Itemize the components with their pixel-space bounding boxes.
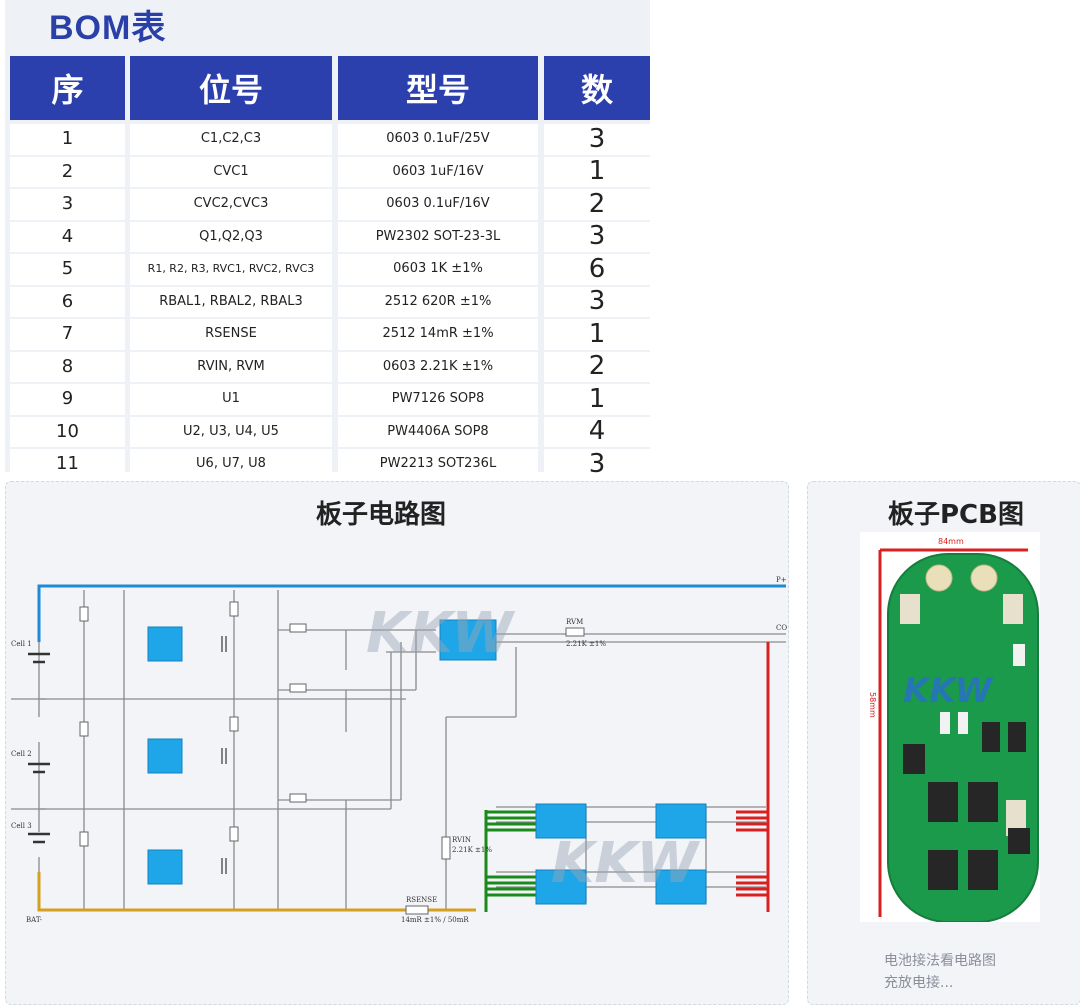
bom-cell-ref: Q1,Q2,Q3 [130,221,332,252]
bom-cell-no: 2 [10,156,125,187]
pcb-caption-2: 充放电接... [884,975,954,991]
bom-cell-qty: 1 [544,156,650,187]
bom-cell-no: 3 [10,189,125,220]
label-bat: BAT- [26,916,43,924]
bom-cell-ref: RSENSE [130,319,332,350]
pcb-image: 84mm 58mm KKW [860,532,1040,922]
bom-cell-no: 5 [10,254,125,285]
bom-cell-model: 2512 620R ±1% [338,286,538,317]
bom-cell-qty: 1 [544,319,650,350]
label-rsense-val: 14mR ±1% / 50mR [401,916,469,924]
header-model: 型号 [338,56,538,120]
bom-cell-model: 0603 0.1uF/25V [338,124,538,155]
label-rvm-val: 2.21K ±1% [566,640,606,648]
bom-cell-qty: 2 [544,189,650,220]
bom-cell-no: 11 [10,449,125,480]
bom-cell-model: PW4406A SOP8 [338,416,538,447]
bom-cell-ref: C1,C2,C3 [130,124,332,155]
bom-cell-qty: 1 [544,384,650,415]
label-cell3: Cell 3 [11,822,32,830]
watermark-text-1: KKW [366,601,516,666]
header-seq: 序 [10,56,125,120]
header-qty: 数 [544,56,650,120]
bom-cell-model: 0603 2.21K ±1% [338,351,538,382]
bom-cell-ref: CVC1 [130,156,332,187]
label-p: P+ [776,576,787,584]
bom-cell-model: 0603 0.1uF/16V [338,189,538,220]
dim-top: 84mm [938,537,964,546]
bom-cell-ref: U2, U3, U4, U5 [130,416,332,447]
bom-title: BOM表 [49,9,167,47]
bom-cell-model: 0603 1uF/16V [338,156,538,187]
bom-cell-qty: 3 [544,221,650,252]
bom-cell-ref: R1, R2, R3, RVC1, RVC2, RVC3 [130,254,332,285]
bom-cell-ref: RVIN, RVM [130,351,332,382]
label-co: CO [776,624,787,632]
bom-cell-model: PW7126 SOP8 [338,384,538,415]
bom-cell-ref: U1 [130,384,332,415]
header-ref: 位号 [130,56,332,120]
bom-cell-no: 7 [10,319,125,350]
schematic-title: 板子电路图 [316,500,447,530]
label-rsense: RSENSE [406,896,437,904]
bom-cell-qty: 3 [544,286,650,317]
bom-cell-no: 8 [10,351,125,382]
watermark-text-2: KKW [551,831,701,896]
bom-cell-no: 9 [10,384,125,415]
bom-cell-no: 6 [10,286,125,317]
pcb-caption-1: 电池接法看电路图 [884,953,996,969]
bom-cell-model: 0603 1K ±1% [338,254,538,285]
bom-cell-ref: RBAL1, RBAL2, RBAL3 [130,286,332,317]
bom-cell-qty: 2 [544,351,650,382]
bom-cell-no: 4 [10,221,125,252]
circuit-schematic: KKW KKW Cell 1 Cell 2 Cell 3 BAT- P+ CO … [11,576,787,924]
pcb-watermark: KKW [903,671,994,711]
schematic-panel: 板子电路图 [5,481,789,1005]
bom-cell-model: 2512 14mR ±1% [338,319,538,350]
pcb-title: 板子PCB图 [888,500,1024,530]
label-rvin: RVIN [452,836,471,844]
bom-cell-qty: 4 [544,416,650,447]
label-rvin-val: 2.21K ±1% [452,846,492,854]
bom-cell-model: PW2302 SOT-23-3L [338,221,538,252]
bom-cell-ref: U6, U7, U8 [130,449,332,480]
bom-cell-no: 1 [10,124,125,155]
label-rvm: RVM [566,618,583,626]
bom-cell-model: PW2213 SOT236L [338,449,538,480]
dim-side: 58mm [868,692,877,718]
label-cell2: Cell 2 [11,750,32,758]
bom-cell-no: 10 [10,416,125,447]
pcb-panel: 板子PCB图 84mm 58mm KKW 电池接法 [807,481,1080,1005]
label-cell1: Cell 1 [11,640,32,648]
bom-cell-qty: 6 [544,254,650,285]
bom-cell-qty: 3 [544,449,650,480]
bom-cell-ref: CVC2,CVC3 [130,189,332,220]
bom-cell-qty: 3 [544,124,650,155]
